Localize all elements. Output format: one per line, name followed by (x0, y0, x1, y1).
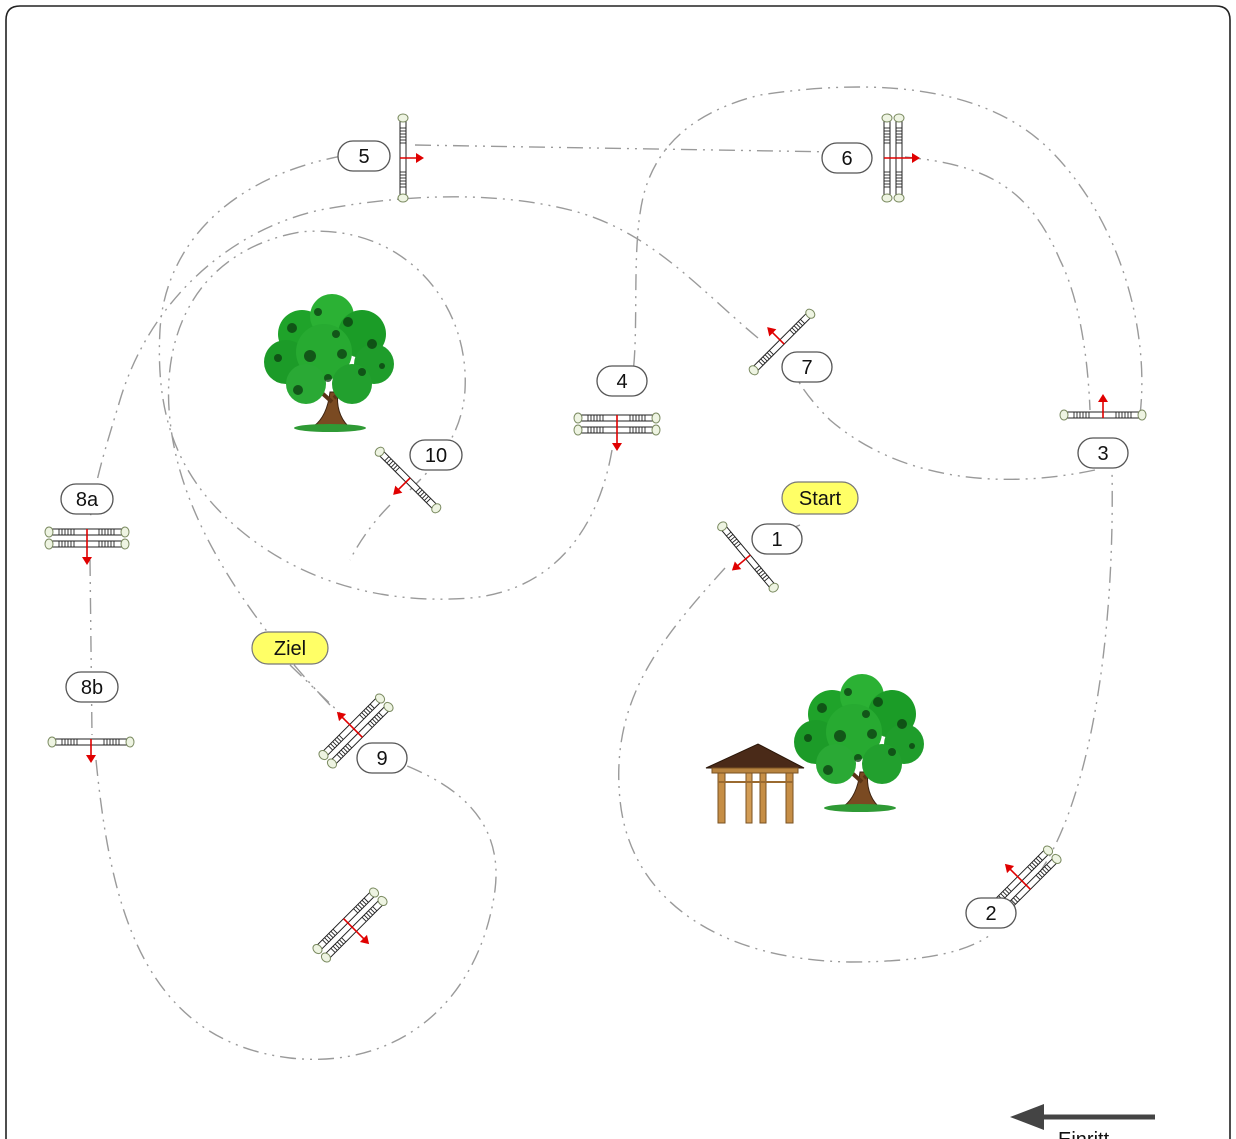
path-segment-9-10 (167, 230, 466, 706)
path-segment-3-4 (631, 86, 1143, 416)
gazebo-icon (705, 743, 805, 824)
obstacle-label-5[interactable]: 5 (337, 140, 391, 172)
jump-10-icon (374, 446, 442, 514)
obstacle-number-1: 1 (771, 529, 782, 551)
jump-7-icon (748, 308, 816, 376)
jump-9-icon (318, 693, 394, 769)
course-path (89, 86, 1143, 1060)
obstacle-label-3[interactable]: 3 (1077, 437, 1129, 469)
path-segment-5-6 (414, 144, 836, 153)
obstacle-number-10: 10 (425, 445, 447, 467)
path-segment-1-2 (618, 567, 991, 963)
obstacle-label-4[interactable]: 4 (596, 365, 648, 397)
path-segment-7-loop (794, 374, 1096, 480)
path-segment-start-1 (764, 524, 801, 546)
jump-8a-icon (44, 526, 130, 565)
obstacles-layer (44, 113, 1147, 963)
obstacle-number-5: 5 (358, 146, 369, 168)
obstacle-label-7[interactable]: 7 (781, 351, 833, 383)
obstacle-number-8a: 8a (76, 489, 99, 511)
obstacle-number-4: 4 (616, 371, 627, 393)
arena-border (5, 5, 1231, 1139)
tree-icon (262, 292, 396, 434)
start-marker: Start (781, 481, 859, 515)
obstacle-number-8b: 8b (81, 677, 103, 699)
obstacle-number-2: 2 (985, 903, 996, 925)
path-segment-6-7 (904, 156, 1091, 411)
obstacle-label-1[interactable]: 1 (751, 523, 803, 555)
path-segment-9-finish (289, 664, 346, 719)
jump-1-icon (717, 521, 779, 593)
obstacle-number-3: 3 (1097, 443, 1108, 465)
obstacle-label-8b[interactable]: 8b (65, 671, 119, 703)
jump-8b-icon (47, 736, 135, 763)
obstacle-number-9: 9 (376, 748, 387, 770)
obstacle-number-6: 6 (841, 148, 852, 170)
jump-5-icon (397, 113, 424, 203)
path-segment-4-5 (158, 149, 613, 600)
obstacle-label-8a[interactable]: 8a (60, 483, 114, 515)
jump-3-icon (1059, 394, 1147, 421)
finish-label: Ziel (274, 638, 306, 660)
path-segment-8b-loop (95, 759, 497, 1060)
jump-4-icon (573, 412, 661, 451)
path-segment-8a-8b (89, 559, 93, 736)
entrance-label: Einritt (1058, 1129, 1110, 1139)
obstacle-label-6[interactable]: 6 (821, 142, 873, 174)
tree-icon (792, 672, 926, 814)
jump-6-icon (881, 113, 920, 203)
obstacle-number-7: 7 (801, 357, 812, 379)
finish-marker: Ziel (251, 631, 329, 665)
entrance-arrow: Einritt (1010, 1104, 1155, 1139)
path-segment-10-finish (349, 504, 391, 561)
obstacle-label-2[interactable]: 2 (965, 897, 1017, 929)
path-segment-7-8a (89, 196, 759, 521)
obstacle-label-9[interactable]: 9 (356, 742, 408, 774)
obstacle-label-10[interactable]: 10 (409, 439, 463, 471)
start-label: Start (799, 488, 842, 510)
jump-extra-icon (312, 887, 388, 963)
path-segment-2-3 (1037, 469, 1113, 876)
